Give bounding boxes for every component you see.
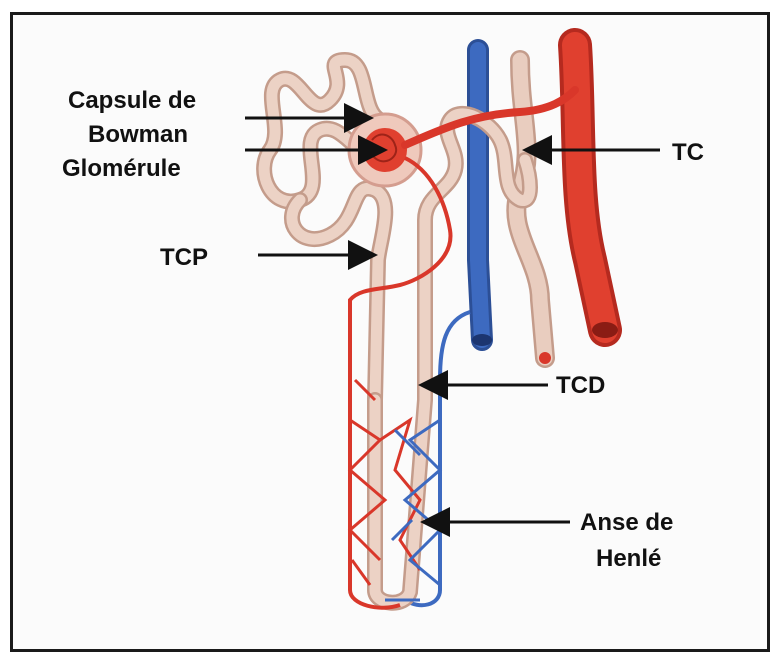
capillary-network (350, 380, 420, 585)
capsule-label-line2: Bowman (88, 121, 188, 148)
distal-tubule (375, 114, 530, 603)
tcd-label: TCD (556, 372, 605, 399)
glomerule-label: Glomérule (62, 155, 181, 182)
tcp-label: TCP (160, 244, 208, 271)
anse-label-line2: Henlé (596, 545, 661, 572)
renal-vein (472, 50, 492, 346)
proximal-tubule (264, 60, 385, 400)
anse-label-line1: Anse de (580, 509, 673, 536)
tc-label: TC (672, 139, 704, 166)
capsule-label-line1: Capsule de (68, 87, 196, 114)
renal-artery (575, 45, 618, 338)
